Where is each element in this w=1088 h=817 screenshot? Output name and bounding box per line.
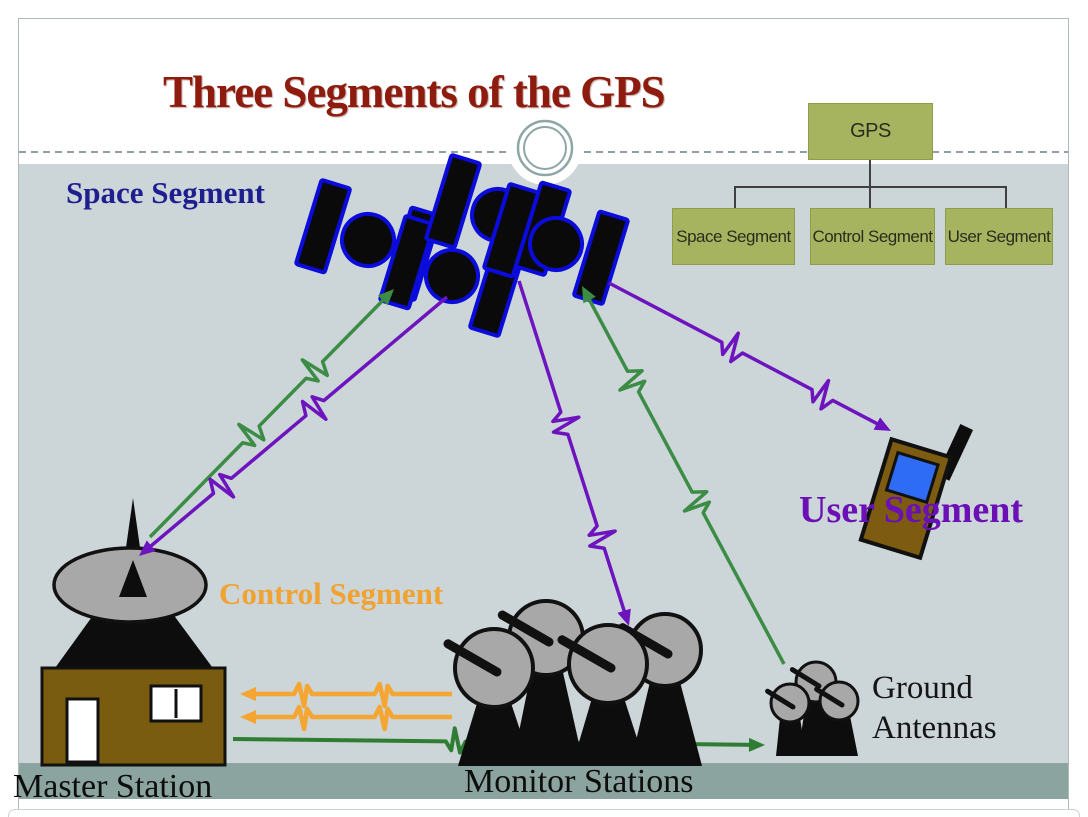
master-station-label: Master Station [13,768,213,805]
ground-antennas-icon [765,660,860,756]
master-station-icon [40,498,227,767]
satellite-body [528,216,584,272]
ground-antenna-3 [814,680,860,756]
control-segment-label: Control Segment [219,576,444,611]
user-segment-label: User Segment [799,489,1024,531]
space-segment-label: Space Segment [66,175,265,210]
ground-antennas-label: Ground Antennas [872,668,997,748]
ground-antenna-1 [765,682,811,756]
feed-arm [497,610,554,647]
downlink-satellite-to-monitor [517,280,628,618]
uplink-ground-antenna-to-satellite-head [582,286,596,304]
pedestal [630,682,702,766]
pedestal [572,698,646,766]
slide-title: Three Segments of the GPS [163,67,666,117]
org-box-user-segment: User Segment [945,208,1053,265]
feed-arm [789,667,822,689]
solar-panel-left [424,153,482,250]
feed-arm [443,639,502,677]
solar-panel-left [294,178,352,275]
ring-ornament-inner [523,126,567,170]
uplink-master-to-satellite [148,294,389,539]
downlink-satellite-to-monitor-head [617,608,631,626]
solar-panel-left [482,182,540,279]
next-card-edge [8,809,1080,817]
building-window [149,684,203,723]
downlink-satellite-to-master [145,295,449,551]
ground-data-link-head [748,737,765,752]
pedestal [820,716,858,756]
receiver-screen [884,450,940,505]
dish-feed-base [119,560,147,597]
monitor-to-master-link-2 [250,704,452,732]
feed-arm [814,686,845,708]
monitor-to-master-link-1 [250,681,452,709]
monitor-dish-3 [557,623,649,766]
org-connector-drop1 [734,186,736,209]
satellite-constellation [294,153,630,338]
monitor-stations-icon [443,599,703,766]
signal-arrows-layer [139,280,891,732]
building-door [65,697,100,764]
monitor-to-master-link-2-head [240,710,256,724]
org-connector-drop2 [869,186,871,209]
org-box-space-segment: Space Segment [672,208,795,265]
ground-band [19,763,1068,799]
pedestal [512,668,584,766]
gps-receiver-icon [858,424,974,561]
monitor-to-master-link-1-head [240,687,256,701]
satellite-body [340,212,396,268]
solar-panel-left [378,214,436,311]
feed-arm [765,688,796,710]
ground-antennas-line1: Ground [872,670,973,706]
ground-antennas-line2: Antennas [872,710,997,746]
org-box-gps: GPS [808,103,933,160]
org-connector-drop3 [1005,186,1007,209]
downlink-satellite-to-user [608,281,883,428]
satellite-icon-4 [482,182,630,306]
org-box-control-segment: Control Segment [810,208,935,265]
org-connector-stem [869,160,871,187]
monitor-stations-label: Monitor Stations [464,763,694,800]
uplink-ground-antenna-to-satellite [585,293,786,665]
uplink-master-to-satellite-head [377,289,394,306]
monitor-dish-2 [497,599,585,766]
pedestal [776,718,806,756]
monitor-dish-1 [443,627,535,766]
downlink-satellite-to-user-head [873,417,891,431]
downlink-satellite-to-master-head [139,540,156,556]
pedestal [458,700,532,766]
feed-arm [557,635,616,673]
